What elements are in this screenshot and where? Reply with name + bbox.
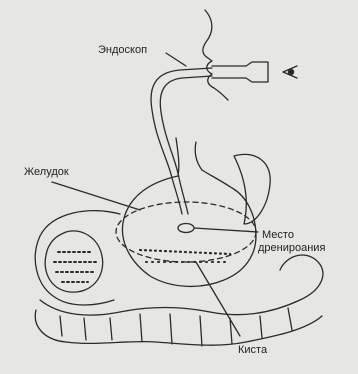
endoscope-tube-inner xyxy=(160,76,212,214)
intestine-upper xyxy=(40,255,323,315)
stomach-leader xyxy=(52,182,140,210)
label-stomach: Желудок xyxy=(24,166,69,179)
cyst-leader xyxy=(196,262,240,336)
label-drainage-site-line2: дренироания xyxy=(258,242,325,255)
stomach-outline xyxy=(122,170,256,286)
cyst-stipple xyxy=(140,250,230,254)
duodenum xyxy=(35,211,120,305)
face-profile xyxy=(203,10,228,100)
endoscope-tube-outer xyxy=(151,68,212,214)
intestine-lower xyxy=(35,310,322,345)
endoscope-leader xyxy=(166,53,186,66)
endoscope-handle xyxy=(212,62,268,82)
esophagus xyxy=(176,138,202,176)
label-cyst: Киста xyxy=(238,344,267,357)
eye-pupil-icon xyxy=(288,69,293,74)
label-drainage-site-line1: Место xyxy=(262,229,294,242)
label-endoscope: Эндоскоп xyxy=(98,44,147,57)
drainage-leader xyxy=(194,228,258,232)
drainage-site-marker xyxy=(178,224,194,233)
pancreas-texture xyxy=(54,252,96,282)
